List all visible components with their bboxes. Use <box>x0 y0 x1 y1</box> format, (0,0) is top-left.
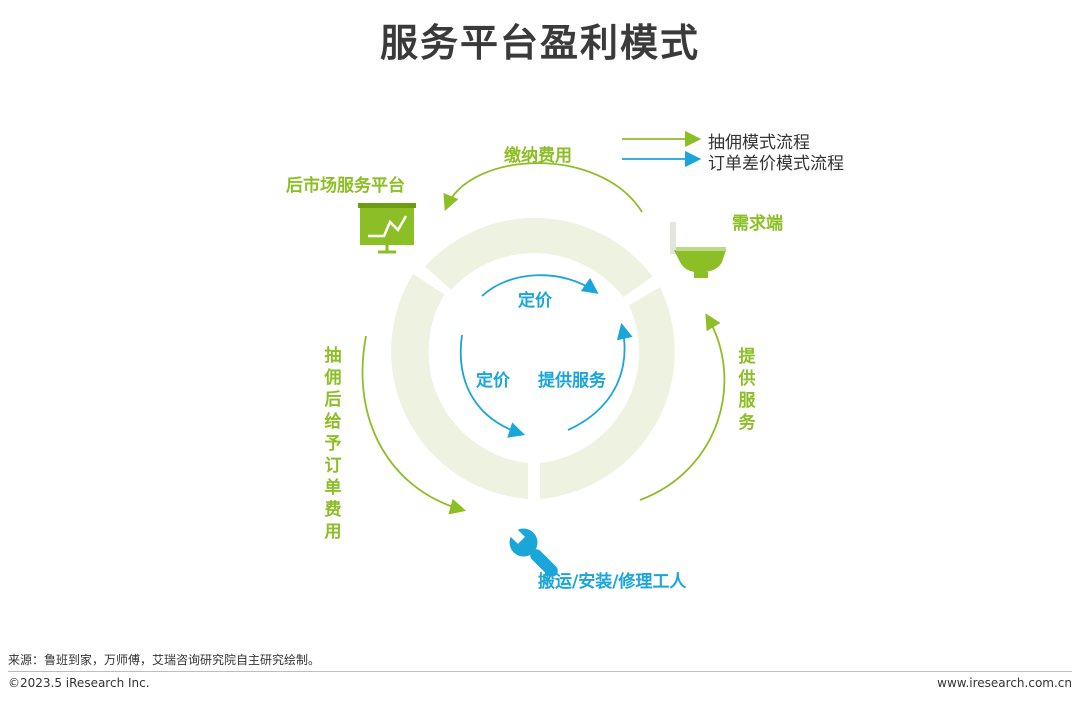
presentation-board-icon <box>358 203 416 254</box>
center-ring <box>391 217 675 499</box>
footer-source: 来源：鲁班到家，万师傅，艾瑞咨询研究院自主研究绘制。 <box>8 653 321 667</box>
arrow-provide-service <box>639 313 726 501</box>
flow-pay-fee-label: 缴纳费用 <box>504 146 572 166</box>
arrow-commission <box>361 335 467 515</box>
legend-commission-label: 抽佣模式流程 <box>708 133 810 153</box>
ring-segment-left <box>391 273 528 499</box>
ring-segment-right <box>540 287 675 499</box>
arrow-inner-pricing-left <box>459 334 526 438</box>
legend-price-diff-label: 订单差价模式流程 <box>708 154 844 174</box>
flow-provide-service-label: 提供服务 <box>738 347 756 433</box>
arrow-pay-fee <box>443 162 643 213</box>
inner-provide-service-label: 提供服务 <box>538 371 606 391</box>
inner-pricing-left-label: 定价 <box>476 371 510 391</box>
footer-url: www.iresearch.com.cn <box>937 676 1072 690</box>
page-title: 服务平台盈利模式 <box>379 21 700 65</box>
wrench-icon <box>507 526 558 577</box>
footer-copyright: ©2023.5 iResearch Inc. <box>8 676 150 690</box>
node-platform-label: 后市场服务平台 <box>286 176 405 196</box>
arrow-inner-pricing-top <box>481 274 599 297</box>
node-worker-label: 搬运/安装/修理工人 <box>538 572 687 592</box>
arrow-inner-provide-service <box>567 322 633 431</box>
ring-segment-top <box>425 217 653 298</box>
flow-commission-label: 抽佣后给予订单费用 <box>324 346 342 542</box>
toilet-icon <box>670 222 726 278</box>
node-demand-label: 需求端 <box>732 214 783 234</box>
inner-pricing-top-label: 定价 <box>518 291 552 311</box>
footer-divider <box>8 671 1072 672</box>
